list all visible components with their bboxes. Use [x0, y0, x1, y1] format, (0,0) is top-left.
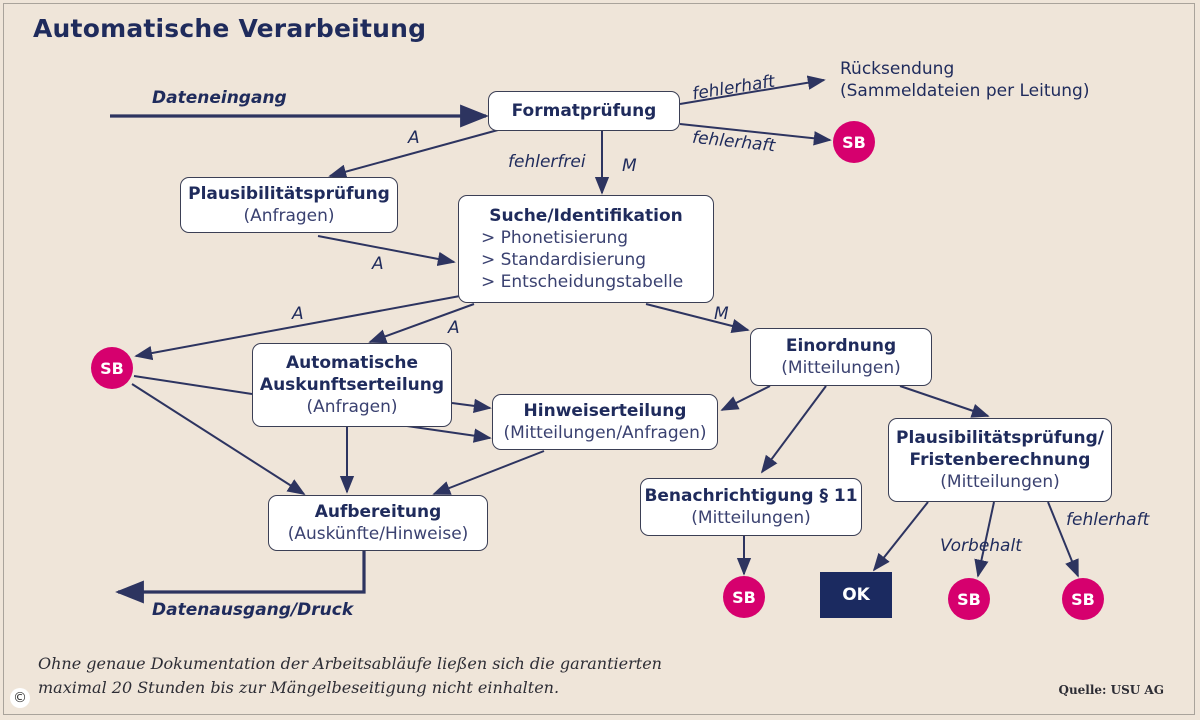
node-plausifrist-sub: (Mitteilungen)	[940, 472, 1060, 492]
arrow-sb-aufbereitung	[131, 383, 306, 495]
node-einordnung-title: Einordnung	[785, 336, 897, 356]
arrow-plausifrist-sb-vorbehalt	[974, 501, 995, 578]
label-A-auto: A	[448, 318, 460, 338]
arrow-suche-auto	[368, 303, 475, 344]
label-datenausgang: Datenausgang/Druck	[152, 600, 354, 620]
caption-line1: Ohne genaue Dokumentation der Arbeitsabl…	[38, 654, 662, 673]
label-M-einordnung: M	[714, 304, 729, 324]
node-plausibilitaetspruefung-fristenberechnung: Plausibilitätsprüfung/ Fristenberechnung…	[888, 418, 1112, 502]
node-plausi-sub: (Anfragen)	[243, 206, 335, 226]
node-benachrichtigung: Benachrichtigung § 11 (Mitteilungen)	[640, 478, 862, 536]
node-einordnung-sub: (Mitteilungen)	[781, 358, 901, 378]
node-plausi-title: Plausibilitätsprüfung	[188, 184, 390, 204]
node-benachrichtigung-title: Benachrichtigung § 11	[644, 486, 858, 506]
node-plausibilitaetspruefung-anfragen: Plausibilitätsprüfung (Anfragen)	[180, 177, 398, 233]
label-dateneingang: Dateneingang	[152, 88, 287, 108]
sb-node-format: SB	[833, 121, 875, 163]
node-suche-item: > Entscheidungstabelle	[481, 272, 684, 292]
node-einordnung: Einordnung (Mitteilungen)	[750, 328, 932, 386]
ruecksendung-line2: (Sammeldateien per Leitung)	[840, 81, 1090, 101]
node-formatpruefung-title: Formatprüfung	[511, 101, 657, 121]
node-suche-item: > Standardisierung	[481, 250, 647, 270]
node-benachrichtigung-sub: (Mitteilungen)	[691, 508, 811, 528]
arrow-format-sb	[679, 123, 832, 146]
ruecksendung-label: Rücksendung (Sammeldateien per Leitung)	[840, 58, 1089, 102]
label-A-format: A	[408, 128, 420, 148]
label-A-plausi: A	[372, 254, 384, 274]
node-hinweis-sub: (Mitteilungen/Anfragen)	[503, 423, 707, 443]
arrow-suche-sb	[134, 295, 461, 361]
arrow-hinweis-aufbereitung	[432, 450, 545, 495]
node-formatpruefung: Formatprüfung	[488, 91, 680, 131]
copyright-icon: ©	[10, 688, 30, 708]
label-vorbehalt: Vorbehalt	[940, 536, 1022, 556]
sb-node-left: SB	[91, 347, 133, 389]
node-auto-title2: Auskunftserteilung	[259, 375, 445, 395]
node-hinweis-title: Hinweiserteilung	[523, 401, 687, 421]
node-aufbereitung-title: Aufbereitung	[314, 502, 442, 522]
arrow-format-plausi	[328, 129, 499, 179]
sb-node-vorbehalt: SB	[948, 578, 990, 620]
node-plausifrist-title1: Plausibilitätsprüfung/	[896, 428, 1104, 448]
arrow-plausi-suche	[317, 235, 456, 267]
arrow-datenausgang	[115, 551, 366, 604]
diagram-title: Automatische Verarbeitung	[33, 14, 427, 43]
arrow-plausifrist-ok	[872, 501, 929, 572]
sb-node-fehlerhaft: SB	[1062, 578, 1104, 620]
label-A-sb: A	[292, 304, 304, 324]
arrow-einordnung-plausifrist	[899, 385, 990, 418]
arrow-suche-einordnung	[645, 303, 750, 333]
sb-node-benachrichtigung: SB	[723, 576, 765, 618]
ruecksendung-line1: Rücksendung	[840, 59, 955, 79]
node-auto-title1: Automatische	[285, 353, 419, 373]
node-suche-title: Suche/Identifikation	[489, 206, 683, 226]
node-hinweiserteilung: Hinweiserteilung (Mitteilungen/Anfragen)	[492, 394, 718, 450]
node-aufbereitung: Aufbereitung (Auskünfte/Hinweise)	[268, 495, 488, 551]
node-automatische-auskunftserteilung: Automatische Auskunftserteilung (Anfrage…	[252, 343, 452, 427]
node-suche-identifikation: Suche/Identifikation > Phonetisierung > …	[458, 195, 714, 303]
ok-node: OK	[820, 572, 892, 618]
arrow-einordnung-hinweis	[720, 385, 771, 411]
arrow-plausifrist-sb-fehlerhaft	[1047, 501, 1079, 578]
arrow-auto-hinweis-2	[399, 424, 492, 443]
source-credit: Quelle: USU AG	[1058, 683, 1164, 697]
caption-line2: maximal 20 Stunden bis zur Mängelbeseiti…	[38, 678, 560, 697]
node-suche-item: > Phonetisierung	[481, 228, 629, 248]
label-M-format: M	[622, 156, 637, 176]
line-sb-auto	[133, 375, 253, 395]
node-aufbereitung-sub: (Auskünfte/Hinweise)	[287, 524, 469, 544]
arrow-auto-hinweis-1	[451, 398, 492, 414]
label-fehlerfrei: fehlerfrei	[508, 152, 586, 172]
node-auto-sub: (Anfragen)	[306, 397, 398, 417]
arrow-format-ruecksendung	[679, 75, 826, 105]
arrow-einordnung-benachrichtigung	[760, 385, 827, 474]
node-plausifrist-title2: Fristenberechnung	[909, 450, 1091, 470]
label-fehlerhaft-frist: fehlerhaft	[1066, 510, 1150, 530]
figure-frame	[3, 3, 1195, 715]
figure-caption: Ohne genaue Dokumentation der Arbeitsabl…	[38, 652, 662, 700]
